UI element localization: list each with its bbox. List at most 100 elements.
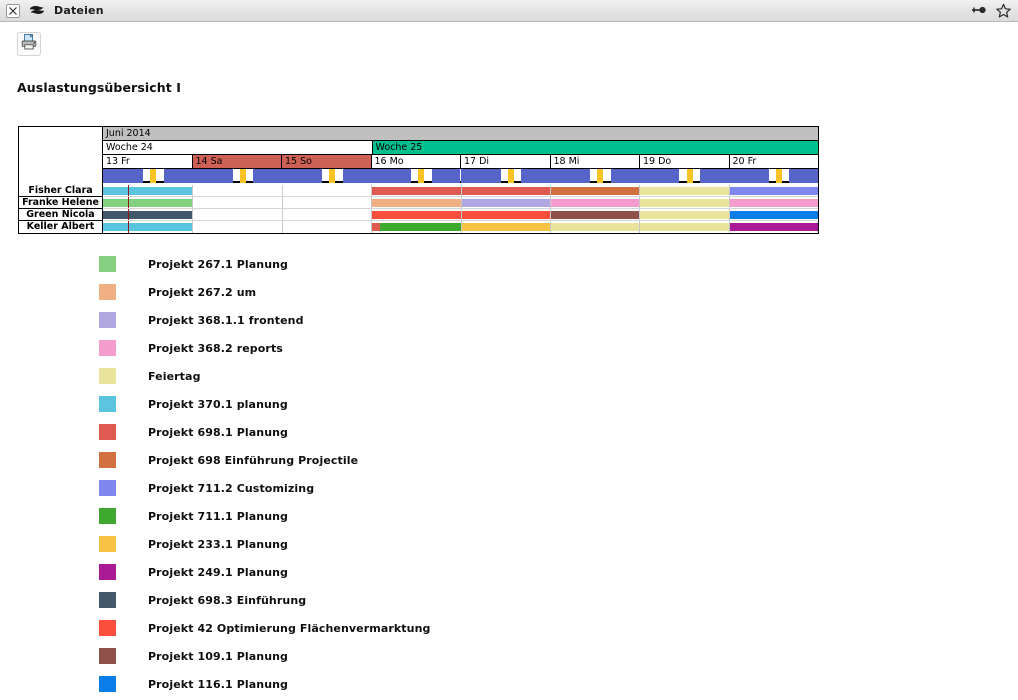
day-header: 14 Sa	[192, 155, 282, 168]
legend-swatch	[99, 424, 116, 440]
legend-item[interactable]: Projekt 249.1 Planung	[99, 558, 430, 586]
legend-item[interactable]: Projekt 233.1 Planung	[99, 530, 430, 558]
availability-segment	[163, 169, 193, 183]
month-label: Juni 2014	[103, 127, 818, 141]
gantt-bar[interactable]	[639, 199, 729, 207]
gantt-header-corner	[19, 127, 103, 185]
gantt-bar[interactable]	[380, 223, 461, 231]
availability-strip	[103, 169, 818, 183]
gantt-bar[interactable]	[460, 199, 550, 207]
gantt-row	[103, 185, 818, 197]
legend-label: Projekt 698.3 Einführung	[148, 593, 307, 607]
print-button[interactable]	[17, 32, 41, 56]
gantt-bar[interactable]	[128, 223, 193, 231]
legend-item[interactable]: Feiertag	[99, 362, 430, 390]
gantt-bar[interactable]	[460, 211, 550, 219]
legend-label: Projekt 233.1 Planung	[148, 537, 289, 551]
legend-item[interactable]: Projekt 698.3 Einführung	[99, 586, 430, 614]
legend-item[interactable]: Projekt 267.2 um	[99, 278, 430, 306]
day-header: 15 So	[282, 155, 372, 168]
availability-segment	[371, 169, 412, 183]
legend-swatch	[99, 676, 116, 692]
gantt-bar[interactable]	[549, 187, 640, 195]
day-separator	[728, 221, 730, 233]
availability-segment	[460, 169, 501, 183]
day-separator	[281, 185, 283, 196]
day-separator	[639, 221, 641, 233]
gantt-bar[interactable]	[103, 211, 129, 219]
gantt-bar[interactable]	[371, 187, 461, 195]
gantt-bar[interactable]	[728, 223, 818, 231]
day-separator	[460, 221, 462, 233]
resource-name[interactable]: Green Nicola	[19, 209, 102, 221]
gantt-bar[interactable]	[128, 211, 193, 219]
legend-item[interactable]: Projekt 116.1 Planung	[99, 670, 430, 698]
day-separator	[728, 209, 730, 220]
availability-segment	[253, 169, 282, 183]
gantt-bar[interactable]	[103, 223, 129, 231]
app-icon	[28, 3, 46, 19]
availability-segment	[342, 169, 372, 183]
legend-item[interactable]: Projekt 368.2 reports	[99, 334, 430, 362]
gantt-bar[interactable]	[549, 211, 640, 219]
resource-name[interactable]: Franke Helene	[19, 197, 102, 209]
legend-label: Projekt 42 Optimierung Flächenvermarktun…	[148, 621, 431, 635]
resource-name[interactable]: Keller Albert	[19, 221, 102, 233]
star-icon[interactable]	[995, 3, 1012, 19]
legend-item[interactable]: Projekt 711.2 Customizing	[99, 474, 430, 502]
resource-name[interactable]: Fisher Clara	[19, 185, 102, 197]
availability-segment	[281, 169, 322, 183]
break-marker	[150, 169, 157, 183]
gantt-bar[interactable]	[371, 223, 381, 231]
availability-segment	[639, 169, 680, 183]
day-separator	[371, 197, 373, 208]
legend-item[interactable]: Projekt 267.1 Planung	[99, 250, 430, 278]
gantt-bar[interactable]	[460, 223, 550, 231]
current-time-marker	[128, 185, 130, 196]
day-header: 19 Do	[640, 155, 730, 168]
gantt-bar[interactable]	[639, 187, 729, 195]
legend-item[interactable]: Projekt 698.1 Planung	[99, 418, 430, 446]
day-separator	[371, 185, 373, 196]
gantt-bar[interactable]	[549, 199, 640, 207]
gantt-bar[interactable]	[103, 199, 129, 207]
day-separator	[281, 221, 283, 233]
gantt-bar[interactable]	[371, 211, 461, 219]
day-separator	[460, 209, 462, 220]
gantt-bar[interactable]	[728, 211, 818, 219]
gantt-bar[interactable]	[460, 187, 550, 195]
gantt-bar[interactable]	[128, 199, 193, 207]
legend-item[interactable]: Projekt 370.1 planung	[99, 390, 430, 418]
gantt-bar[interactable]	[380, 199, 461, 207]
gantt-bar[interactable]	[728, 187, 818, 195]
pin-icon[interactable]	[971, 3, 988, 19]
legend-item[interactable]: Projekt 711.1 Planung	[99, 502, 430, 530]
gantt-bar[interactable]	[639, 211, 729, 219]
gantt-bar[interactable]	[728, 199, 818, 207]
day-separator	[639, 185, 641, 196]
legend-swatch	[99, 368, 116, 384]
day-separator	[728, 185, 730, 196]
current-time-marker	[128, 209, 130, 220]
gantt-bar[interactable]	[103, 187, 129, 195]
close-icon[interactable]	[6, 3, 20, 18]
gantt-bar[interactable]	[371, 199, 381, 207]
legend-item[interactable]: Projekt 698 Einführung Projectile	[99, 446, 430, 474]
day-header: 17 Di	[461, 155, 551, 168]
gantt-bar[interactable]	[128, 187, 193, 195]
gantt-row	[103, 221, 818, 233]
availability-segment	[610, 169, 640, 183]
break-marker	[507, 169, 514, 183]
window-titlebar: Dateien	[0, 0, 1018, 22]
legend-item[interactable]: Projekt 109.1 Planung	[99, 642, 430, 670]
legend-swatch	[99, 536, 116, 552]
gantt-row	[103, 197, 818, 209]
legend-item[interactable]: Projekt 42 Optimierung Flächenvermarktun…	[99, 614, 430, 642]
gantt-bar[interactable]	[639, 223, 729, 231]
gantt-bar[interactable]	[549, 223, 640, 231]
legend-item[interactable]: Projekt 368.1.1 frontend	[99, 306, 430, 334]
